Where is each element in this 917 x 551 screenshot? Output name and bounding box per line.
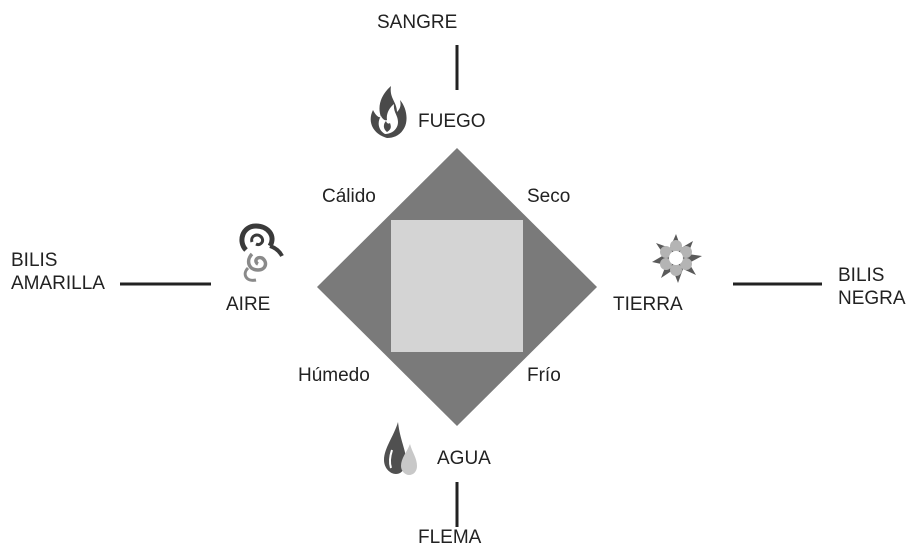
element-aire: AIRE	[226, 294, 271, 315]
element-agua: AGUA	[437, 448, 491, 469]
element-tierra: TIERRA	[613, 294, 683, 315]
humor-left-line-2: AMARILLA	[11, 273, 105, 294]
humor-left-line-1: BILIS	[11, 250, 58, 271]
humor-right-label: BILIS NEGRA	[838, 264, 906, 310]
quality-seco: Seco	[527, 186, 571, 207]
humor-bottom-label: FLEMA	[418, 526, 481, 549]
center-square	[391, 220, 523, 352]
humor-left-label: BILIS AMARILLA	[11, 249, 105, 295]
humor-flema: FLEMA	[418, 527, 482, 548]
flame-icon	[370, 86, 407, 138]
quality-frio: Frío	[527, 365, 561, 386]
humor-right-line-1: BILIS	[838, 265, 885, 286]
sun-flower-icon	[652, 234, 702, 283]
water-drops-icon	[384, 422, 417, 475]
element-fuego: FUEGO	[418, 111, 486, 132]
humor-sangre: SANGRE	[377, 12, 458, 33]
quality-calido: Cálido	[322, 186, 376, 207]
humor-top-label: SANGRE	[377, 11, 457, 34]
humor-right-line-2: NEGRA	[838, 288, 906, 309]
swirl-wind-icon	[239, 223, 284, 282]
quality-humedo: Húmedo	[298, 365, 370, 386]
